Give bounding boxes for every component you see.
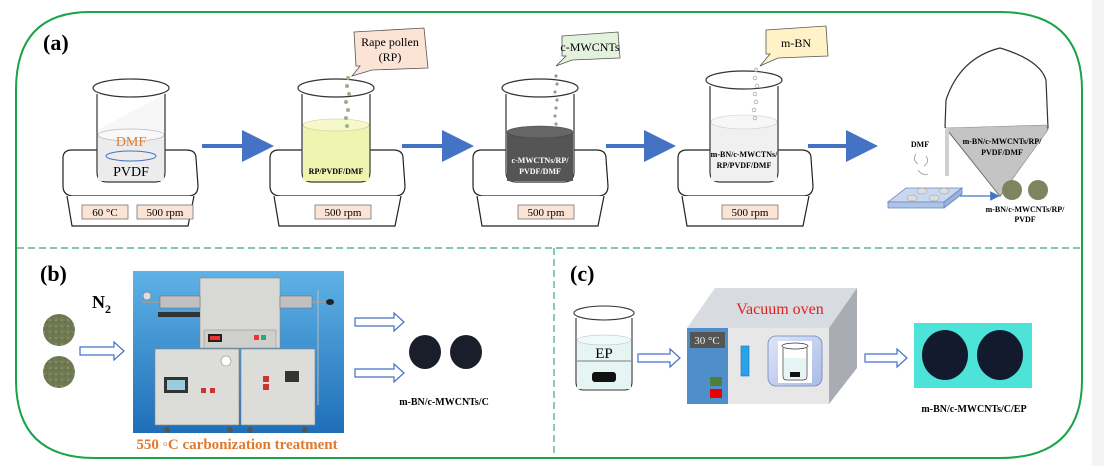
speed-tag [136,204,194,220]
red-indicator [710,389,722,398]
film-pellet [1002,180,1022,200]
carbonized-pellet [409,335,441,369]
mixture-label: m-BN/c-MWCTNs/ [711,150,778,159]
mixture-label: RP/PVDF/DMF [309,167,364,176]
beaker-3: c-MWCTNs/RP/ PVDF/DMF [501,74,579,183]
poured-label: PVDF/DMF [981,148,1023,157]
product-label: m-BN/c-MWCNTs/C/EP [921,404,1026,415]
tilted-beaker: m-BN/c-MWCNTs/RP/ PVDF/DMF [944,47,1049,197]
right-gutter [1092,0,1104,466]
tube-furnace-photo [133,271,344,433]
solute-label: PVDF [113,165,149,180]
speech-bubble-cnt: c-MWCNTs [555,31,621,67]
temp-tag [81,204,129,220]
carbonization-caption: 550 ◦C carbonization treatment [136,437,337,453]
speech-bubble-rp: Rape pollen (RP) [350,27,429,77]
mixture-label: c-MWCTNs/RP/ [512,156,570,165]
bubble-text: c-MWCNTs [560,40,619,54]
hollow-arrow-b3 [354,362,405,384]
speed-readout: 500 rpm [528,207,565,219]
panel-b-label: (b) [40,261,67,286]
hollow-arrow-b2 [354,311,405,333]
speed-readout: 500 rpm [325,207,362,219]
composite-pellet [922,330,968,380]
bubble-text: m-BN [781,36,811,50]
product-label: m-BN/c-MWCNTs/C [399,397,489,408]
hollow-arrow-c2 [864,347,908,369]
beaker-1: DMF PVDF [92,78,170,183]
gas-label: N2 [92,292,111,316]
precursor-pellet [43,314,75,346]
oven-title: Vacuum oven [736,301,824,318]
vacuum-oven: 30 °C Vacuum oven [687,288,857,404]
outer-frame [15,11,1083,459]
panel-c-label: (c) [570,261,594,286]
ep-label: EP [595,346,613,362]
hollow-arrow-b1 [79,340,125,362]
composite-pellet [977,330,1023,380]
dmf-evaporation-label: DMF [911,140,929,149]
mixture-label: RP/PVDF/DMF [717,161,772,170]
speed-readout: 500 rpm [147,207,184,219]
product-label: PVDF [1014,215,1035,224]
carbonized-pellet [450,335,482,369]
bubble-text: (RP) [379,50,402,64]
cnt-particles [553,74,559,126]
beaker-2: RP/PVDF/DMF [297,76,375,183]
poured-label: m-BN/c-MWCNTs/RP/ [963,137,1043,146]
solvent-label: DMF [116,135,147,150]
precursor-pellet [43,356,75,388]
speech-bubble-bn: m-BN [759,25,829,67]
bn-particles [751,67,760,121]
beaker-4: m-BN/c-MWCTNs/ RP/PVDF/DMF [705,67,783,183]
mixture-label: PVDF/DMF [519,167,561,176]
door-handle [740,345,750,377]
product-label: m-BN/c-MWCNTs/RP/ [986,205,1066,214]
pollen-particles [344,76,351,128]
ep-beaker: EP [573,305,635,391]
film-pellet [1028,180,1048,200]
bubble-text: Rape pollen [361,35,419,49]
temp-readout: 60 °C [92,207,118,219]
casting-plate [886,187,964,209]
vapor-icon [914,153,929,175]
panel-a-label: (a) [43,30,69,55]
oven-temp-readout: 30 °C [694,335,720,347]
stir-ellipse [105,150,157,162]
speed-readout: 500 rpm [732,207,769,219]
hollow-arrow-c1 [637,347,681,369]
green-indicator [710,377,722,386]
